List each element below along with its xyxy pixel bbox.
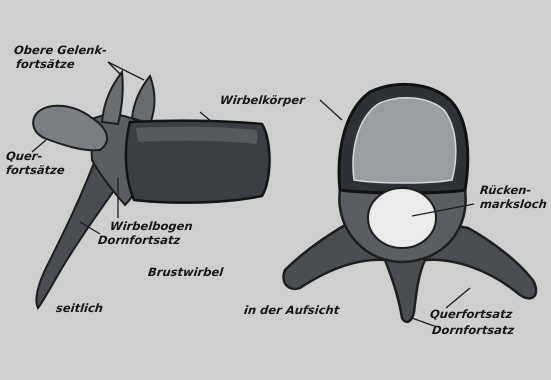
label-wirbelkoerper: Wirbelkörper [219,94,305,107]
lateral-transverse-process [33,106,107,151]
leader-obere-2 [108,62,144,80]
top-spinal-foramen [368,188,436,248]
label-quer-1: Quer- [5,150,43,163]
label-rueckenmark-2: marksloch [479,198,547,211]
leader-querfortsatz [446,288,470,308]
label-dornfortsatz-top: Dornfortsatz [431,324,515,337]
lateral-superior-process-1 [102,72,123,124]
label-seitlich: seitlich [55,302,103,315]
label-querfortsatz: Querfortsatz [429,308,513,321]
leader-obere [108,62,120,74]
label-wirbelbogen: Wirbelbogen [109,220,193,233]
label-brustwirbel: Brustwirbel [147,266,224,279]
label-quer-2: fortsätze [5,164,65,177]
leader-wirbelkoerper-2 [320,100,342,120]
label-obere-gelenk-1: Obere Gelenk- [13,44,107,57]
label-dornfortsatz-side: Dornfortsatz [97,234,181,247]
label-rueckenmark-1: Rücken- [479,184,532,197]
label-in-der-aufsicht: in der Aufsicht [243,304,340,317]
lateral-superior-process-2 [132,76,155,124]
label-obere-gelenk-2: fortsätze [15,58,75,71]
